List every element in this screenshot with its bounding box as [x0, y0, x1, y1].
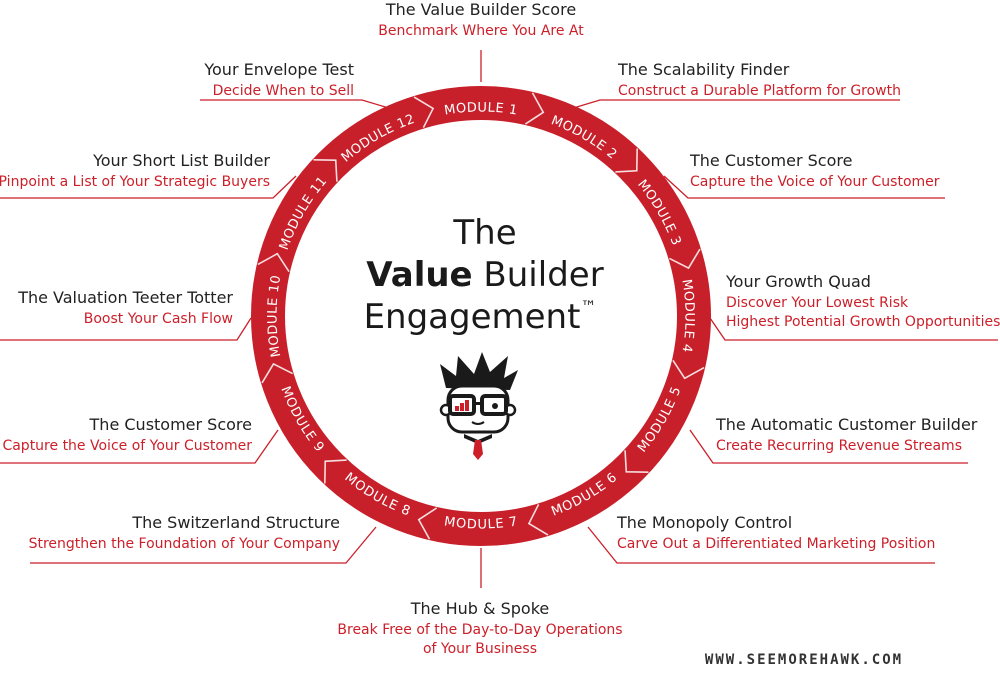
ring-divider: [672, 359, 705, 380]
module-title: The Value Builder Score: [385, 0, 576, 19]
ring-divider: [669, 248, 701, 270]
ring-divider: [257, 252, 290, 273]
ring-divider: [313, 159, 338, 182]
ring-label-module-1: MODULE 1: [443, 100, 519, 118]
connector-line-module-8: [30, 526, 377, 564]
module-subtitle: Construct a Durable Platform for Growth: [618, 83, 901, 99]
ring-divider: [417, 507, 438, 540]
module-subtitle: of Your Business: [423, 641, 537, 657]
connector-line-module-6: [587, 526, 935, 564]
ring-divider: [527, 504, 549, 536]
module-subtitle: Break Free of the Day-to-Day Operations: [337, 622, 622, 638]
module-title: The Hub & Spoke: [410, 599, 549, 618]
ring-divider: [524, 92, 545, 125]
ring-label-module-7: MODULE 7: [443, 514, 519, 532]
module-title: The Monopoly Control: [616, 513, 792, 532]
connector-line-module-4: [709, 317, 998, 341]
ring-divider: [413, 96, 435, 128]
module-title: The Automatic Customer Builder: [715, 415, 978, 434]
trademark-symbol: ™: [580, 297, 596, 316]
ring-divider: [261, 362, 293, 384]
center-title-line3: Engagement™: [364, 297, 597, 337]
connector-line-module-2: [559, 99, 900, 113]
module-subtitle: Capture the Voice of Your Customer: [2, 438, 252, 454]
module-title: The Customer Score: [89, 415, 252, 434]
website-url: WWW.SEEMOREHAWK.COM: [705, 652, 903, 668]
ring-divider: [324, 459, 347, 484]
module-subtitle: Boost Your Cash Flow: [84, 311, 233, 327]
module-subtitle: Highest Potential Growth Opportunities: [726, 314, 1000, 330]
module-title: The Valuation Teeter Totter: [17, 288, 233, 307]
module-subtitle: Carve Out a Differentiated Marketing Pos…: [617, 536, 935, 552]
center-title: The Value Builder Engagement™: [364, 213, 604, 337]
module-subtitle: Create Recurring Revenue Streams: [716, 438, 962, 454]
connector-line-module-3: [663, 175, 945, 199]
ring-label-module-4: MODULE 4: [679, 278, 697, 354]
module-subtitle: Strengthen the Foundation of Your Compan…: [29, 536, 340, 552]
ring-band: [251, 86, 711, 546]
module-subtitle: Decide When to Sell: [213, 83, 354, 99]
module-title: The Customer Score: [689, 151, 852, 170]
module-title: Your Short List Builder: [92, 151, 270, 170]
ring-label-module-10: MODULE 10: [265, 274, 284, 359]
center-title-rest: Builder: [473, 255, 604, 295]
ring-divider: [624, 450, 649, 473]
connector-line-module-11: [0, 175, 297, 199]
module-title: The Scalability Finder: [617, 60, 790, 79]
center-title-line2: Value Builder: [366, 255, 603, 295]
ring-divider: [615, 148, 638, 173]
module-title: Your Growth Quad: [725, 272, 871, 291]
center-title-bold: Value: [366, 255, 472, 295]
module-subtitle: Pinpoint a List of Your Strategic Buyers: [0, 174, 270, 190]
module-title: Your Envelope Test: [203, 60, 354, 79]
connector-line-module-10: [0, 317, 252, 341]
connector-line-module-5: [689, 429, 968, 464]
connector-line-module-9: [0, 429, 279, 464]
module-subtitle: Benchmark Where You Are At: [378, 23, 584, 39]
module-subtitle: Discover Your Lowest Risk: [726, 295, 909, 311]
module-subtitle: Capture the Voice of Your Customer: [690, 174, 940, 190]
connector-line-module-12: [200, 99, 403, 113]
center-title-line1: The: [452, 213, 516, 253]
center-title-engagement: Engagement: [364, 297, 581, 337]
module-title: The Switzerland Structure: [131, 513, 340, 532]
geek-mascot-icon: [439, 352, 518, 460]
